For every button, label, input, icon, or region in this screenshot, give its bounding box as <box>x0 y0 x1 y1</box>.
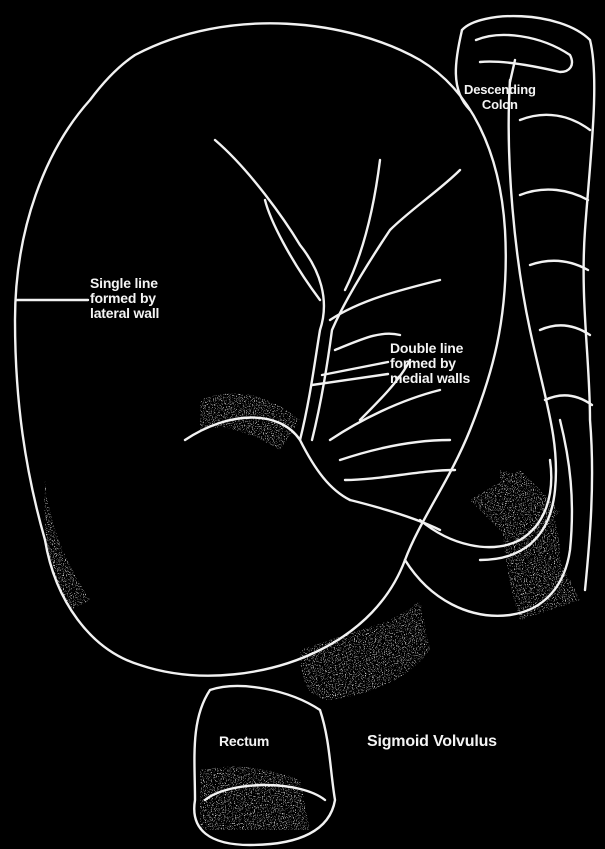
mesentery-vessel-trunk-2 <box>312 170 460 440</box>
double-line-label-line-3: medial walls <box>390 371 470 386</box>
vessel-branch-2 <box>345 160 380 290</box>
twist-fiber-1 <box>330 390 440 440</box>
single-line-label-line-2: formed by <box>90 291 159 306</box>
double-line-label: Double line formed by medial walls <box>390 341 470 386</box>
descending-colon-label: Descending Colon <box>464 82 536 112</box>
twist-fiber-3 <box>345 470 455 480</box>
descending-colon-haustra-1 <box>520 115 590 130</box>
descending-colon-haustra-2 <box>520 190 588 200</box>
descending-colon-haustra-3 <box>530 261 588 270</box>
descending-colon-cut-end <box>476 35 572 72</box>
single-line-label-line-3: lateral wall <box>90 306 159 321</box>
descending-colon-haustra-5 <box>545 395 592 405</box>
double-line-pointer-1 <box>322 362 388 375</box>
double-line-label-line-2: formed by <box>390 356 470 371</box>
descending-colon-haustra-4 <box>540 325 590 335</box>
twist-fiber-2 <box>340 440 450 460</box>
descending-colon-label-line-2: Colon <box>464 97 536 112</box>
rectum-label: Rectum <box>219 734 269 749</box>
diagram-title: Sigmoid Volvulus <box>367 734 497 749</box>
double-line-label-line-1: Double line <box>390 341 470 356</box>
descending-colon-label-line-1: Descending <box>464 82 536 97</box>
vessel-branch-1 <box>265 200 320 300</box>
single-line-label: Single line formed by lateral wall <box>90 276 159 321</box>
single-line-label-line-1: Single line <box>90 276 159 291</box>
